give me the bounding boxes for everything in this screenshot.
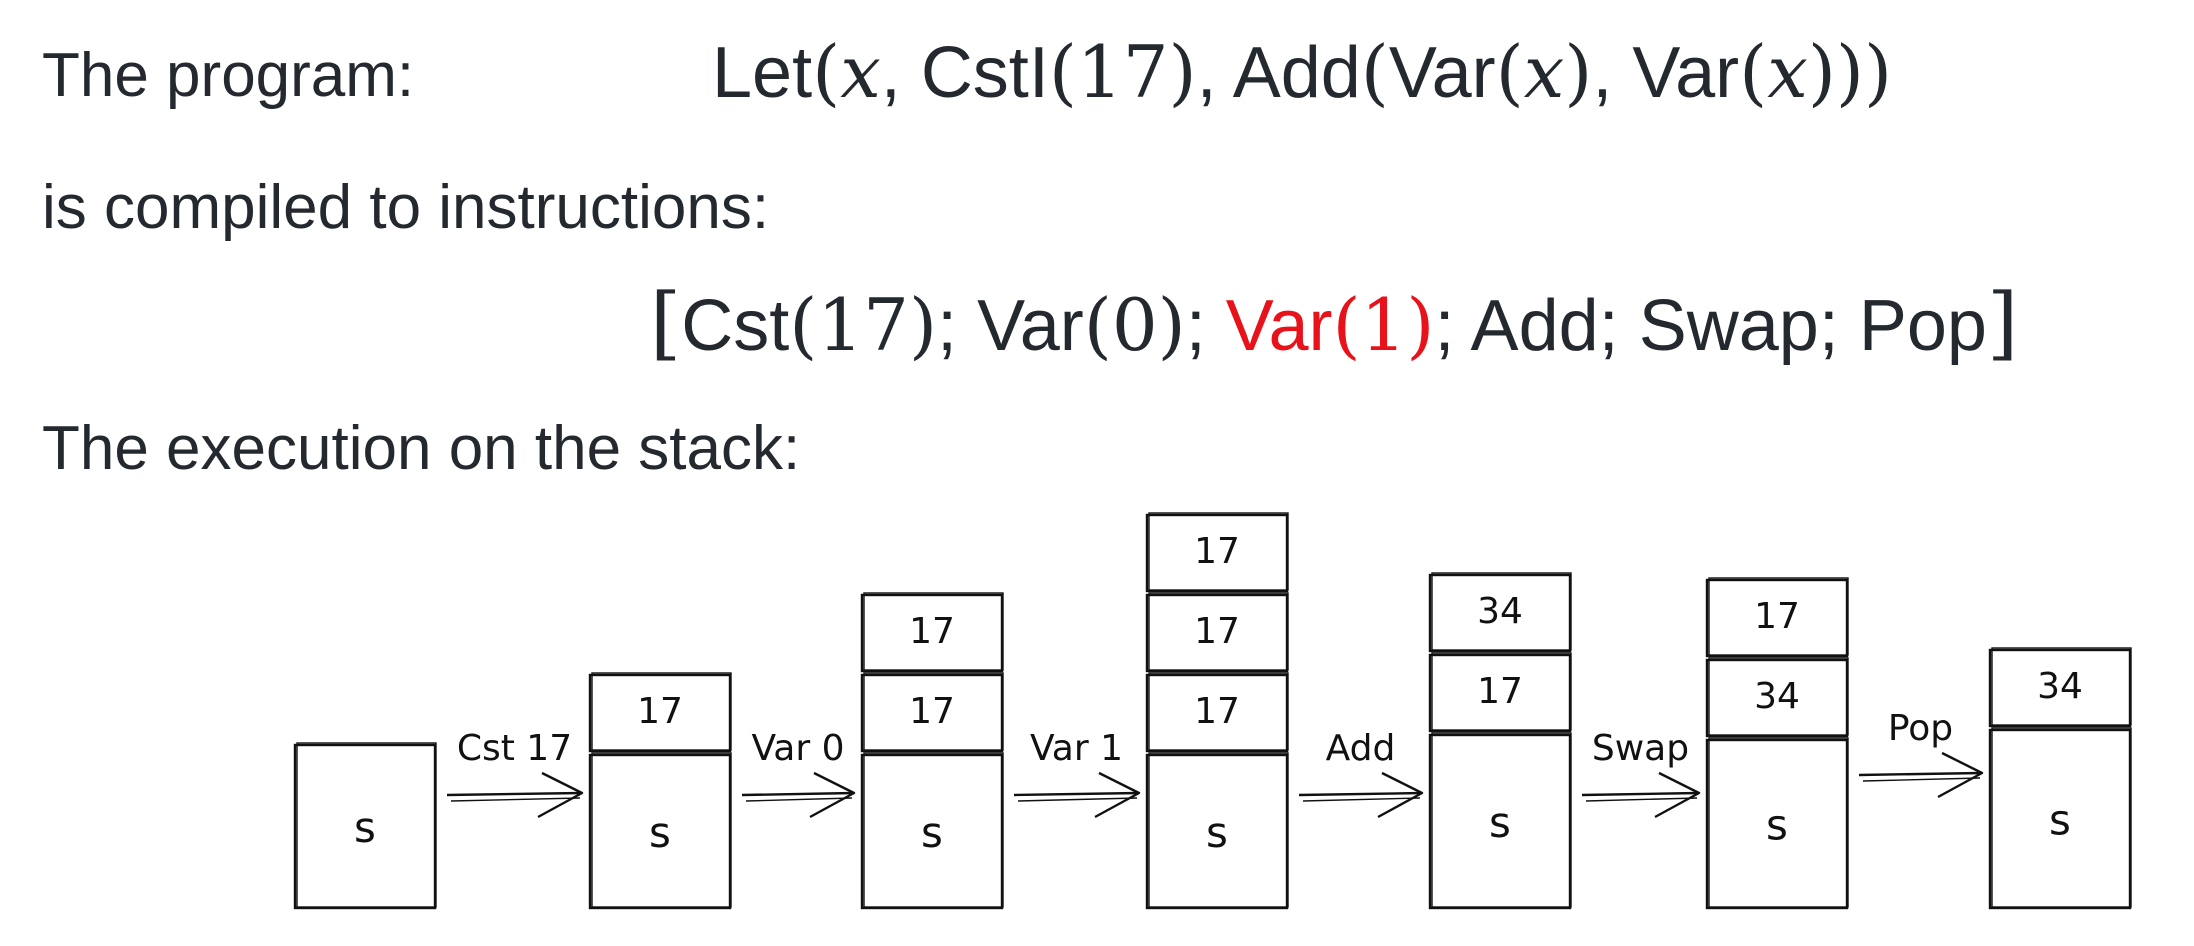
program-expression: Let(x, CstI(17), Add(Var(x), Var(x))) bbox=[712, 30, 1893, 114]
stack-0-base bbox=[293, 742, 437, 910]
instr-cst-value: 17 bbox=[817, 283, 909, 367]
program-label: The program: bbox=[42, 41, 415, 110]
stack-5-cell-1 bbox=[1705, 657, 1849, 738]
stack-0-base-label: s bbox=[354, 803, 376, 852]
transition-label-4: Swap bbox=[1592, 728, 1689, 769]
arrow-4 bbox=[1581, 771, 1701, 819]
instr-var1-highlighted: Var(1) bbox=[1225, 283, 1435, 367]
transition-label-5: Pop bbox=[1888, 708, 1953, 749]
stack-5-base-label: s bbox=[1766, 801, 1788, 850]
var-ref-2: x bbox=[1767, 30, 1808, 114]
var-constructor-2: Var bbox=[1632, 33, 1740, 113]
instruction-list: [Cst(17); Var(0); Var(1); Add; Swap; Pop… bbox=[650, 276, 2019, 369]
transition-label-1: Var 0 bbox=[751, 728, 844, 769]
compiled-label: is compiled to instructions: bbox=[42, 173, 770, 242]
let-constructor: Let bbox=[712, 33, 813, 113]
stack-2-base bbox=[860, 752, 1004, 910]
transition-label-2: Var 1 bbox=[1030, 728, 1123, 769]
stack-6-cell-0 bbox=[1988, 647, 2132, 728]
transition-label-3: Add bbox=[1326, 728, 1396, 769]
stack-6-base bbox=[1988, 727, 2132, 910]
stack-5-cell-0 bbox=[1705, 577, 1849, 658]
stack-4-base bbox=[1428, 732, 1572, 910]
stack-1-value-0: 17 bbox=[637, 691, 683, 732]
csti-value: 17 bbox=[1076, 30, 1169, 114]
stack-3-cell-1 bbox=[1145, 592, 1289, 673]
stack-2-value-1: 17 bbox=[909, 691, 955, 732]
open-bracket: [ bbox=[650, 276, 682, 369]
instr-var0: Var bbox=[977, 286, 1084, 366]
stack-5-base bbox=[1705, 737, 1849, 910]
stack-4-cell-0 bbox=[1428, 572, 1572, 653]
stack-6-base-label: s bbox=[2049, 796, 2071, 845]
stack-4-value-1: 17 bbox=[1477, 671, 1523, 712]
arrow-2 bbox=[1013, 771, 1141, 819]
transition-label-0: Cst 17 bbox=[457, 728, 572, 769]
instr-add: Add bbox=[1470, 286, 1599, 366]
let-variable: x bbox=[840, 30, 881, 114]
stack-3-cell-2 bbox=[1145, 672, 1289, 753]
stack-2-cell-1 bbox=[860, 672, 1004, 753]
instr-swap: Swap bbox=[1638, 286, 1819, 366]
csti-constructor: CstI bbox=[920, 33, 1049, 113]
arrow-1 bbox=[741, 771, 856, 819]
execution-label: The execution on the stack: bbox=[42, 414, 801, 483]
stack-1-cell-0 bbox=[588, 672, 732, 753]
stack-4-cell-1 bbox=[1428, 652, 1572, 733]
stack-2-base-label: s bbox=[921, 808, 943, 857]
stack-3-cell-0 bbox=[1145, 512, 1289, 593]
var-ref-1: x bbox=[1523, 30, 1565, 114]
stack-2-value-0: 17 bbox=[909, 611, 955, 652]
stack-3-value-0: 17 bbox=[1194, 531, 1240, 572]
instr-cst: Cst bbox=[681, 286, 790, 366]
add-constructor: Add bbox=[1232, 33, 1361, 113]
stack-3-base-label: s bbox=[1206, 808, 1228, 857]
stack-3-base bbox=[1145, 752, 1289, 910]
instr-var0-index: 0 bbox=[1111, 283, 1158, 367]
stack-3-value-2: 17 bbox=[1194, 691, 1240, 732]
stack-5-value-0: 17 bbox=[1754, 596, 1800, 637]
stack-3-value-1: 17 bbox=[1194, 611, 1240, 652]
stack-1-base bbox=[588, 752, 732, 910]
arrow-3 bbox=[1298, 771, 1424, 819]
stack-6-value-0: 34 bbox=[2037, 666, 2083, 707]
arrow-0 bbox=[446, 771, 584, 819]
stack-4-base-label: s bbox=[1489, 798, 1511, 847]
instr-pop: Pop bbox=[1858, 286, 1987, 366]
stack-4-value-0: 34 bbox=[1477, 591, 1523, 632]
arrow-5 bbox=[1858, 751, 1984, 799]
var-constructor-1: Var bbox=[1388, 33, 1496, 113]
stack-5-value-1: 34 bbox=[1754, 676, 1800, 717]
stack-1-base-label: s bbox=[649, 808, 671, 857]
close-bracket: ] bbox=[1986, 276, 2019, 369]
stack-2-cell-0 bbox=[860, 592, 1004, 673]
